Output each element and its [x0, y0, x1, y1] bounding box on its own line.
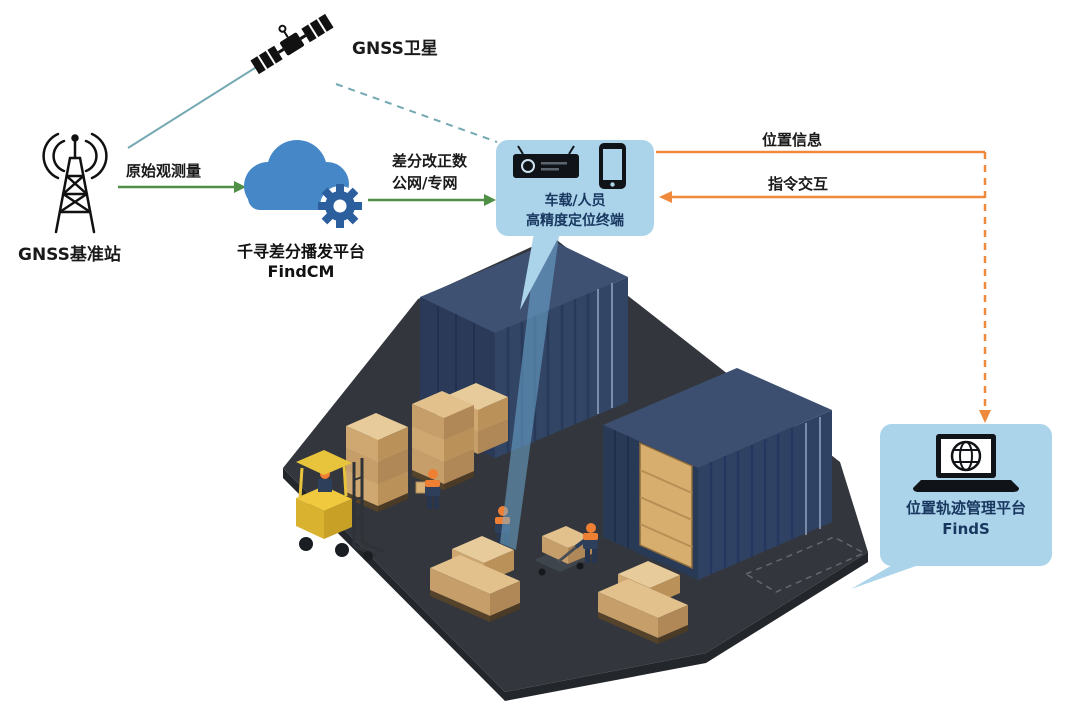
- satellite-links: [127, 65, 498, 149]
- forklift: [296, 450, 385, 561]
- command-interaction-label: 指令交互: [768, 175, 829, 193]
- diff-correction-arrow: [368, 194, 496, 206]
- network-label: 公网/专网: [392, 174, 458, 192]
- cloud-platform-product: FindCM: [267, 262, 335, 281]
- worker-carrying-box: [415, 469, 440, 509]
- finds-product: FindS: [942, 520, 990, 538]
- gnss-satellite-icon: [250, 13, 334, 75]
- finds-callout-tail: [851, 560, 933, 589]
- satellite-label: GNSS卫星: [352, 39, 438, 59]
- finds-callout: 位置轨迹管理平台 FindS: [880, 424, 1052, 566]
- command-interaction-arrow: [659, 191, 985, 203]
- cloud-platform-caption: 千寻差分播发平台 FindCM: [226, 238, 376, 281]
- worker-pallet-jack: [574, 523, 598, 563]
- container-front: [603, 368, 832, 580]
- base-station-label: GNSS基准站: [18, 245, 121, 265]
- pallet-load-left: [430, 536, 520, 622]
- container-open-door: [639, 441, 693, 570]
- gear-icon: [318, 184, 362, 228]
- terminal-callout-tail: [520, 233, 561, 310]
- terminal-devices-icon: [513, 143, 626, 189]
- position-info-label: 位置信息: [762, 131, 823, 149]
- vehicle-unit-icon: [513, 145, 579, 178]
- pallet-load-right: [598, 561, 688, 644]
- warehouse-scene: [283, 237, 868, 701]
- raw-observation-arrow: [118, 181, 246, 193]
- finds-name: 位置轨迹管理平台: [905, 499, 1026, 517]
- terminal-line2: 高精度定位终端: [526, 212, 624, 229]
- position-info-arrow: [656, 150, 991, 423]
- smartphone-icon: [599, 143, 626, 189]
- laptop-globe-icon: [913, 434, 1019, 492]
- cloud-platform-name: 千寻差分播发平台: [236, 242, 365, 261]
- raw-observation-label: 原始观测量: [126, 162, 202, 180]
- terminal-line1: 车载/人员: [544, 193, 606, 209]
- diff-correction-label: 差分改正数: [392, 152, 468, 170]
- cloud-platform-icon: [244, 140, 362, 228]
- terminal-caption: 车载/人员 高精度定位终端: [526, 192, 624, 231]
- finds-caption: 位置轨迹管理平台 FindS: [906, 498, 1026, 540]
- base-station-icon: [42, 132, 108, 234]
- positioning-beam: [500, 236, 559, 550]
- pallet-stack-mid: [412, 391, 474, 490]
- terminal-callout: 车载/人员 高精度定位终端: [496, 140, 654, 236]
